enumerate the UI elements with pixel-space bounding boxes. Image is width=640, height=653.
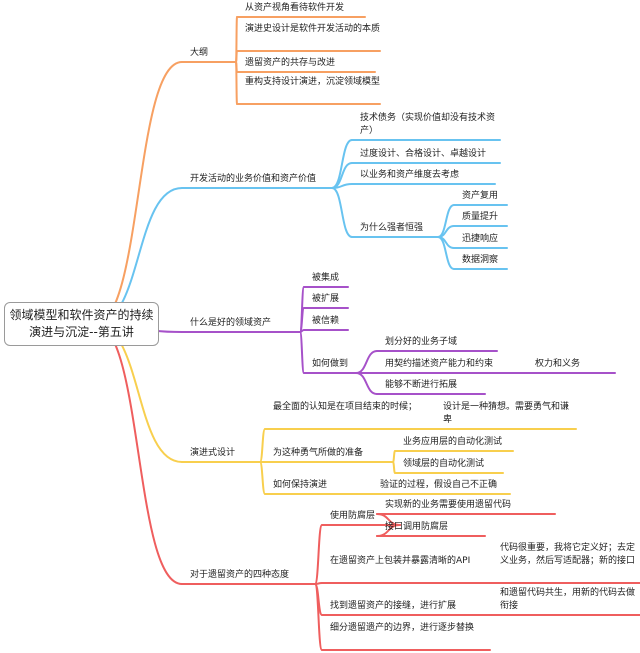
subtopic-2-3-2[interactable]: 能够不断进行拓展 — [385, 380, 458, 390]
subtopic-4-1-0[interactable]: 代码很重要，我将它定义好；去定义业务，然后写适配器；新的接口 — [500, 543, 636, 566]
subtopic-3-0[interactable]: 最全面的认知是在项目结束的时候； — [273, 402, 418, 412]
connector-0-1 — [235, 50, 238, 63]
subtopic-4-2-0[interactable]: 和遗留代码共生，用新的代码去做衔接 — [500, 588, 636, 611]
subtopic-3-2-0[interactable]: 验证的过程，假设自己不正确 — [380, 480, 498, 490]
connector-3-1-1 — [392, 461, 396, 474]
subtopic-4-3[interactable]: 细分遗留遗产的边界，进行逐步替换 — [330, 623, 475, 633]
subtopic-2-3-1[interactable]: 用契约描述资产能力和约束 — [385, 359, 494, 369]
branch-topic-3[interactable]: 演进式设计 — [190, 448, 236, 458]
subtopic-3-1[interactable]: 为这种勇气所做的准备 — [273, 448, 364, 458]
subtopic-3-1-0[interactable]: 业务应用层的自动化测试 — [403, 437, 503, 447]
root-topic-label: 领域模型和软件资产的持续演进与沉淀--第五讲 — [9, 308, 154, 339]
subtopic-0-2[interactable]: 遗留资产的共存与改进 — [245, 58, 336, 68]
subtopic-1-3-0[interactable]: 资产复用 — [462, 191, 499, 201]
connector-1-3-3 — [437, 236, 455, 270]
connector-3-2 — [259, 461, 266, 495]
subtopic-4-0-0[interactable]: 实现新的业务需要使用遗留代码 — [385, 500, 512, 510]
subtopic-1-2[interactable]: 以业务和资产维度去考虑 — [360, 170, 460, 180]
subtopic-2-3-1-0[interactable]: 权力和义务 — [535, 359, 581, 369]
subtopic-0-1[interactable]: 演进史设计是软件开发活动的本质 — [245, 24, 381, 34]
connector-4-3 — [314, 583, 323, 651]
subtopic-4-2[interactable]: 找到遗留资产的接缝，进行扩展 — [330, 601, 457, 611]
branch-topic-1[interactable]: 开发活动的业务价值和资产价值 — [190, 174, 317, 184]
subtopic-2-3[interactable]: 如何做到 — [312, 359, 349, 369]
connector-2-3-0 — [355, 350, 378, 374]
branch-topic-4[interactable]: 对于遗留资产的四种态度 — [190, 570, 290, 580]
connector-1-3 — [331, 187, 353, 238]
subtopic-4-1[interactable]: 在遗留资产上包装并暴露清晰的API — [330, 556, 471, 566]
subtopic-1-3-3[interactable]: 数据洞察 — [462, 255, 499, 265]
connector-3-1-0 — [392, 450, 396, 463]
subtopic-2-1[interactable]: 被扩展 — [312, 294, 340, 304]
connector-4-0 — [314, 524, 323, 585]
connector-3-0 — [259, 428, 266, 463]
root-topic[interactable]: 领域模型和软件资产的持续演进与沉淀--第五讲 — [4, 302, 159, 346]
subtopic-1-1[interactable]: 过度设计、合格设计、卓越设计 — [360, 149, 487, 159]
subtopic-1-3-1[interactable]: 质量提升 — [462, 212, 499, 222]
subtopic-0-3[interactable]: 重构支持设计演进，沉淀领域模型 — [245, 77, 381, 87]
subtopic-3-2[interactable]: 如何保持演进 — [273, 480, 328, 490]
branch-topic-0[interactable]: 大纲 — [190, 48, 209, 58]
subtopic-4-0[interactable]: 使用防腐层 — [330, 511, 376, 521]
subtopic-2-0[interactable]: 被集成 — [312, 273, 340, 283]
subtopic-1-0[interactable]: 技术债务（实现价值却没有技术资产） — [360, 113, 496, 136]
connector-4 — [94, 323, 183, 585]
subtopic-2-3-0[interactable]: 划分好的业务子域 — [385, 337, 458, 347]
subtopic-0-0[interactable]: 从资产视角看待软件开发 — [245, 3, 345, 13]
connector-2-3 — [299, 331, 305, 374]
subtopic-3-1-1[interactable]: 领域层的自动化测试 — [403, 459, 485, 469]
connector-2-3-2 — [355, 372, 378, 395]
subtopic-1-3-2[interactable]: 迅捷响应 — [462, 234, 499, 244]
subtopic-2-2[interactable]: 被信赖 — [312, 316, 340, 326]
subtopic-1-3[interactable]: 为什么强者恒强 — [360, 223, 424, 233]
branch-topic-2[interactable]: 什么是好的领域资产 — [190, 318, 272, 328]
subtopic-4-0-1[interactable]: 接口调用防腐层 — [385, 522, 449, 532]
connector-0-3 — [235, 61, 238, 105]
subtopic-3-0-0[interactable]: 设计是一种猜想。需要勇气和谦卑 — [443, 402, 570, 425]
